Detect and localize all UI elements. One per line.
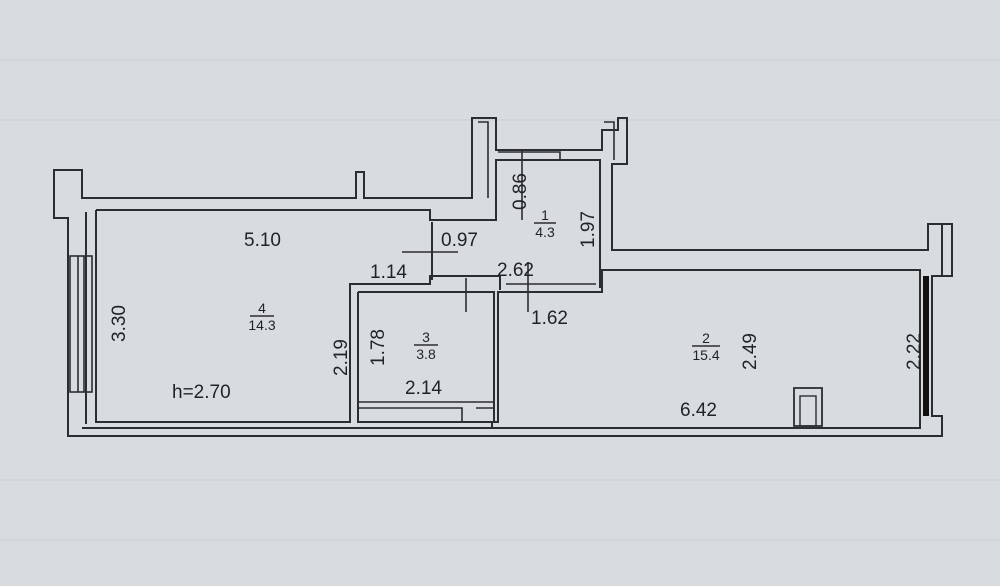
dim-corridor-width: 0.97 [441, 230, 478, 251]
dim-room4-height: 3.30 [109, 305, 130, 342]
room-1-number: 1 [541, 207, 549, 223]
ceiling-height: h=2.70 [172, 382, 231, 403]
dim-room3-height: 1.78 [368, 329, 389, 366]
room-3-area: 3.8 [416, 346, 436, 362]
room-1-label: 1 4.3 [534, 207, 556, 240]
dim-room1-height: 1.97 [578, 211, 599, 248]
room-2-area: 15.4 [692, 347, 719, 363]
column-right [928, 223, 953, 277]
room-2-label: 2 15.4 [692, 330, 720, 363]
dim-room3-width: 2.14 [405, 378, 442, 399]
window-right [923, 276, 929, 416]
paper-grid [0, 59, 1000, 541]
dim-window-height: 2.22 [904, 333, 925, 370]
room-3-walls [357, 291, 495, 423]
dim-room1-width: 2.62 [497, 260, 534, 281]
dim-room2-height: 2.49 [740, 333, 761, 370]
dim-corridor-step: 1.14 [370, 262, 407, 283]
room-4-area: 14.3 [248, 317, 275, 333]
room-4-label: 4 14.3 [248, 300, 275, 333]
room-3-number: 3 [422, 329, 430, 345]
room-3-label: 3 3.8 [414, 329, 438, 362]
room-1-area: 4.3 [535, 224, 555, 240]
dim-room2-width: 6.42 [680, 400, 717, 421]
dim-room1-top: 0.86 [510, 173, 531, 210]
dimension-ticks [402, 150, 529, 312]
room-2-number: 2 [702, 330, 710, 346]
dim-room2-step: 1.62 [531, 308, 568, 329]
window-left [69, 255, 93, 393]
room-1-walls [431, 151, 596, 285]
appliance-block [793, 387, 823, 427]
dim-room3-right-height: 2.19 [331, 339, 352, 376]
dim-room4-width: 5.10 [244, 230, 281, 251]
room-4-number: 4 [258, 300, 266, 316]
